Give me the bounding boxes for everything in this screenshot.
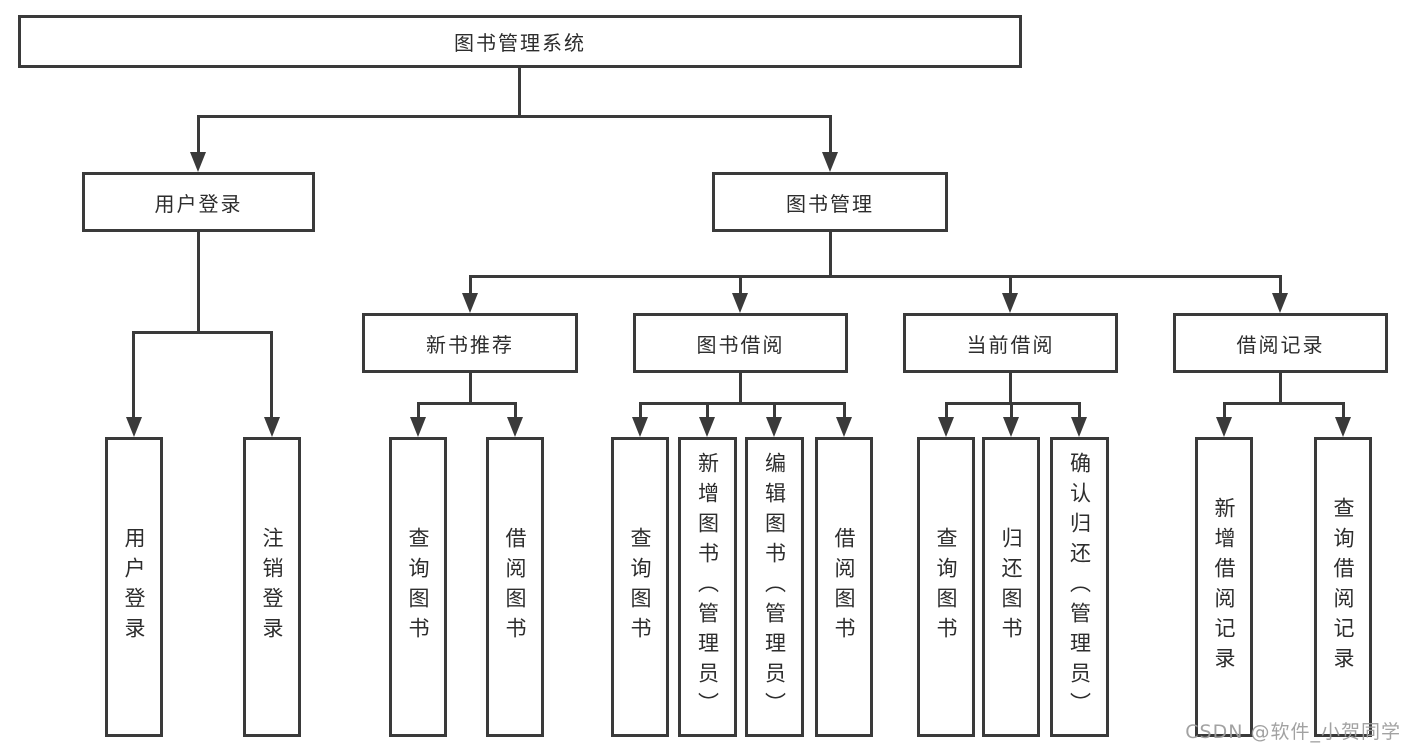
arrow-down-icon — [822, 152, 838, 172]
node-book-borrowing-label: 图书借阅 — [696, 332, 785, 357]
node-new-book-recommend-label: 新书推荐 — [426, 332, 514, 357]
node-leaf-nbr-query-books-label: 查询图书 — [406, 527, 430, 647]
connector-book-borrowing-hbar — [639, 402, 846, 405]
connector-to-current-borrowing-stem — [1009, 275, 1012, 295]
connector-book-management-hbar — [469, 275, 1282, 278]
connector-leaf-stem — [514, 402, 517, 419]
connector-root-hbar — [197, 115, 832, 118]
node-leaf-logout-label: 注销登录 — [260, 527, 284, 647]
arrow-down-icon — [264, 417, 280, 437]
arrow-down-icon — [410, 417, 426, 437]
connector-book-management-stem — [829, 232, 832, 278]
node-leaf-nbr-borrow-books: 借阅图书 — [486, 437, 544, 737]
node-leaf-cb-confirm-return-admin-label: 确认归还（管理员） — [1067, 452, 1092, 722]
node-user-login: 用户登录 — [82, 172, 315, 232]
node-user-login-label: 用户登录 — [154, 191, 243, 216]
node-current-borrowing: 当前借阅 — [903, 313, 1118, 373]
connector-borrow-records-hbar — [1223, 402, 1344, 405]
connector-borrow-records-stem — [1279, 373, 1282, 405]
connector-leaf-stem — [1342, 402, 1345, 419]
arrow-down-icon — [732, 293, 748, 313]
node-leaf-cb-confirm-return-admin: 确认归还（管理员） — [1050, 437, 1109, 737]
node-current-borrowing-label: 当前借阅 — [966, 332, 1055, 357]
connector-leaf-stem — [1223, 402, 1226, 419]
node-book-management-label: 图书管理 — [786, 191, 874, 216]
connector-current-borrowing-stem — [1009, 373, 1012, 405]
arrow-down-icon — [1216, 417, 1232, 437]
node-book-management: 图书管理 — [712, 172, 948, 232]
node-leaf-cb-query-books-label: 查询图书 — [934, 527, 958, 647]
node-leaf-bb-add-books-admin: 新增图书（管理员） — [678, 437, 737, 737]
arrow-down-icon — [938, 417, 954, 437]
node-leaf-bb-edit-books-admin: 编辑图书（管理员） — [745, 437, 804, 737]
arrow-down-icon — [1003, 417, 1019, 437]
node-root: 图书管理系统 — [18, 15, 1022, 68]
node-leaf-user-login-label: 用户登录 — [122, 527, 146, 647]
node-new-book-recommend: 新书推荐 — [362, 313, 578, 373]
node-leaf-nbr-query-books: 查询图书 — [389, 437, 447, 737]
node-leaf-br-query-record: 查询借阅记录 — [1314, 437, 1372, 737]
node-leaf-br-add-record: 新增借阅记录 — [1195, 437, 1253, 737]
connector-root-to-book-management-stem — [829, 115, 832, 155]
node-leaf-bb-borrow-books-label: 借阅图书 — [832, 527, 856, 647]
arrow-down-icon — [1335, 417, 1351, 437]
connector-book-borrowing-stem — [739, 373, 742, 405]
node-book-borrowing: 图书借阅 — [633, 313, 848, 373]
connector-root-to-user-login-stem — [197, 115, 200, 155]
node-leaf-bb-borrow-books: 借阅图书 — [815, 437, 873, 737]
connector-root-stem — [518, 68, 521, 118]
node-leaf-br-query-record-label: 查询借阅记录 — [1331, 497, 1355, 677]
connector-leaf-stem — [1010, 402, 1013, 419]
connector-user-login-hbar — [132, 331, 273, 334]
node-borrow-records-label: 借阅记录 — [1236, 332, 1325, 357]
arrow-down-icon — [1272, 293, 1288, 313]
connector-user-login-leaf2-stem — [270, 331, 273, 419]
connector-to-new-book-recommend-stem — [469, 275, 472, 295]
connector-user-login-leaf1-stem — [132, 331, 135, 419]
node-leaf-bb-query-books-label: 查询图书 — [628, 527, 652, 647]
node-leaf-bb-edit-books-admin-label: 编辑图书（管理员） — [762, 452, 787, 722]
connector-to-borrow-records-stem — [1279, 275, 1282, 295]
arrow-down-icon — [1002, 293, 1018, 313]
node-leaf-bb-query-books: 查询图书 — [611, 437, 669, 737]
node-leaf-logout: 注销登录 — [243, 437, 301, 737]
connector-to-book-borrowing-stem — [739, 275, 742, 295]
connector-leaf-stem — [1078, 402, 1081, 419]
node-borrow-records: 借阅记录 — [1173, 313, 1388, 373]
arrow-down-icon — [507, 417, 523, 437]
connector-leaf-stem — [773, 402, 776, 419]
node-leaf-cb-return-books-label: 归还图书 — [999, 527, 1023, 647]
node-leaf-user-login: 用户登录 — [105, 437, 163, 737]
arrow-down-icon — [766, 417, 782, 437]
node-leaf-cb-return-books: 归还图书 — [982, 437, 1040, 737]
arrow-down-icon — [836, 417, 852, 437]
node-root-label: 图书管理系统 — [454, 31, 586, 55]
arrow-down-icon — [1071, 417, 1087, 437]
connector-new-book-recommend-hbar — [417, 402, 517, 405]
connector-leaf-stem — [639, 402, 642, 419]
connector-leaf-stem — [843, 402, 846, 419]
node-leaf-cb-query-books: 查询图书 — [917, 437, 975, 737]
arrow-down-icon — [632, 417, 648, 437]
arrow-down-icon — [699, 417, 715, 437]
node-leaf-bb-add-books-admin-label: 新增图书（管理员） — [695, 452, 720, 722]
csdn-watermark: CSDN @软件_小贺同学 — [1185, 721, 1401, 743]
connector-user-login-stem — [197, 232, 200, 334]
connector-leaf-stem — [417, 402, 420, 419]
node-leaf-br-add-record-label: 新增借阅记录 — [1212, 497, 1236, 677]
arrow-down-icon — [462, 293, 478, 313]
arrow-down-icon — [190, 152, 206, 172]
connector-new-book-recommend-stem — [469, 373, 472, 405]
arrow-down-icon — [126, 417, 142, 437]
connector-leaf-stem — [706, 402, 709, 419]
connector-leaf-stem — [945, 402, 948, 419]
node-leaf-nbr-borrow-books-label: 借阅图书 — [503, 527, 527, 647]
